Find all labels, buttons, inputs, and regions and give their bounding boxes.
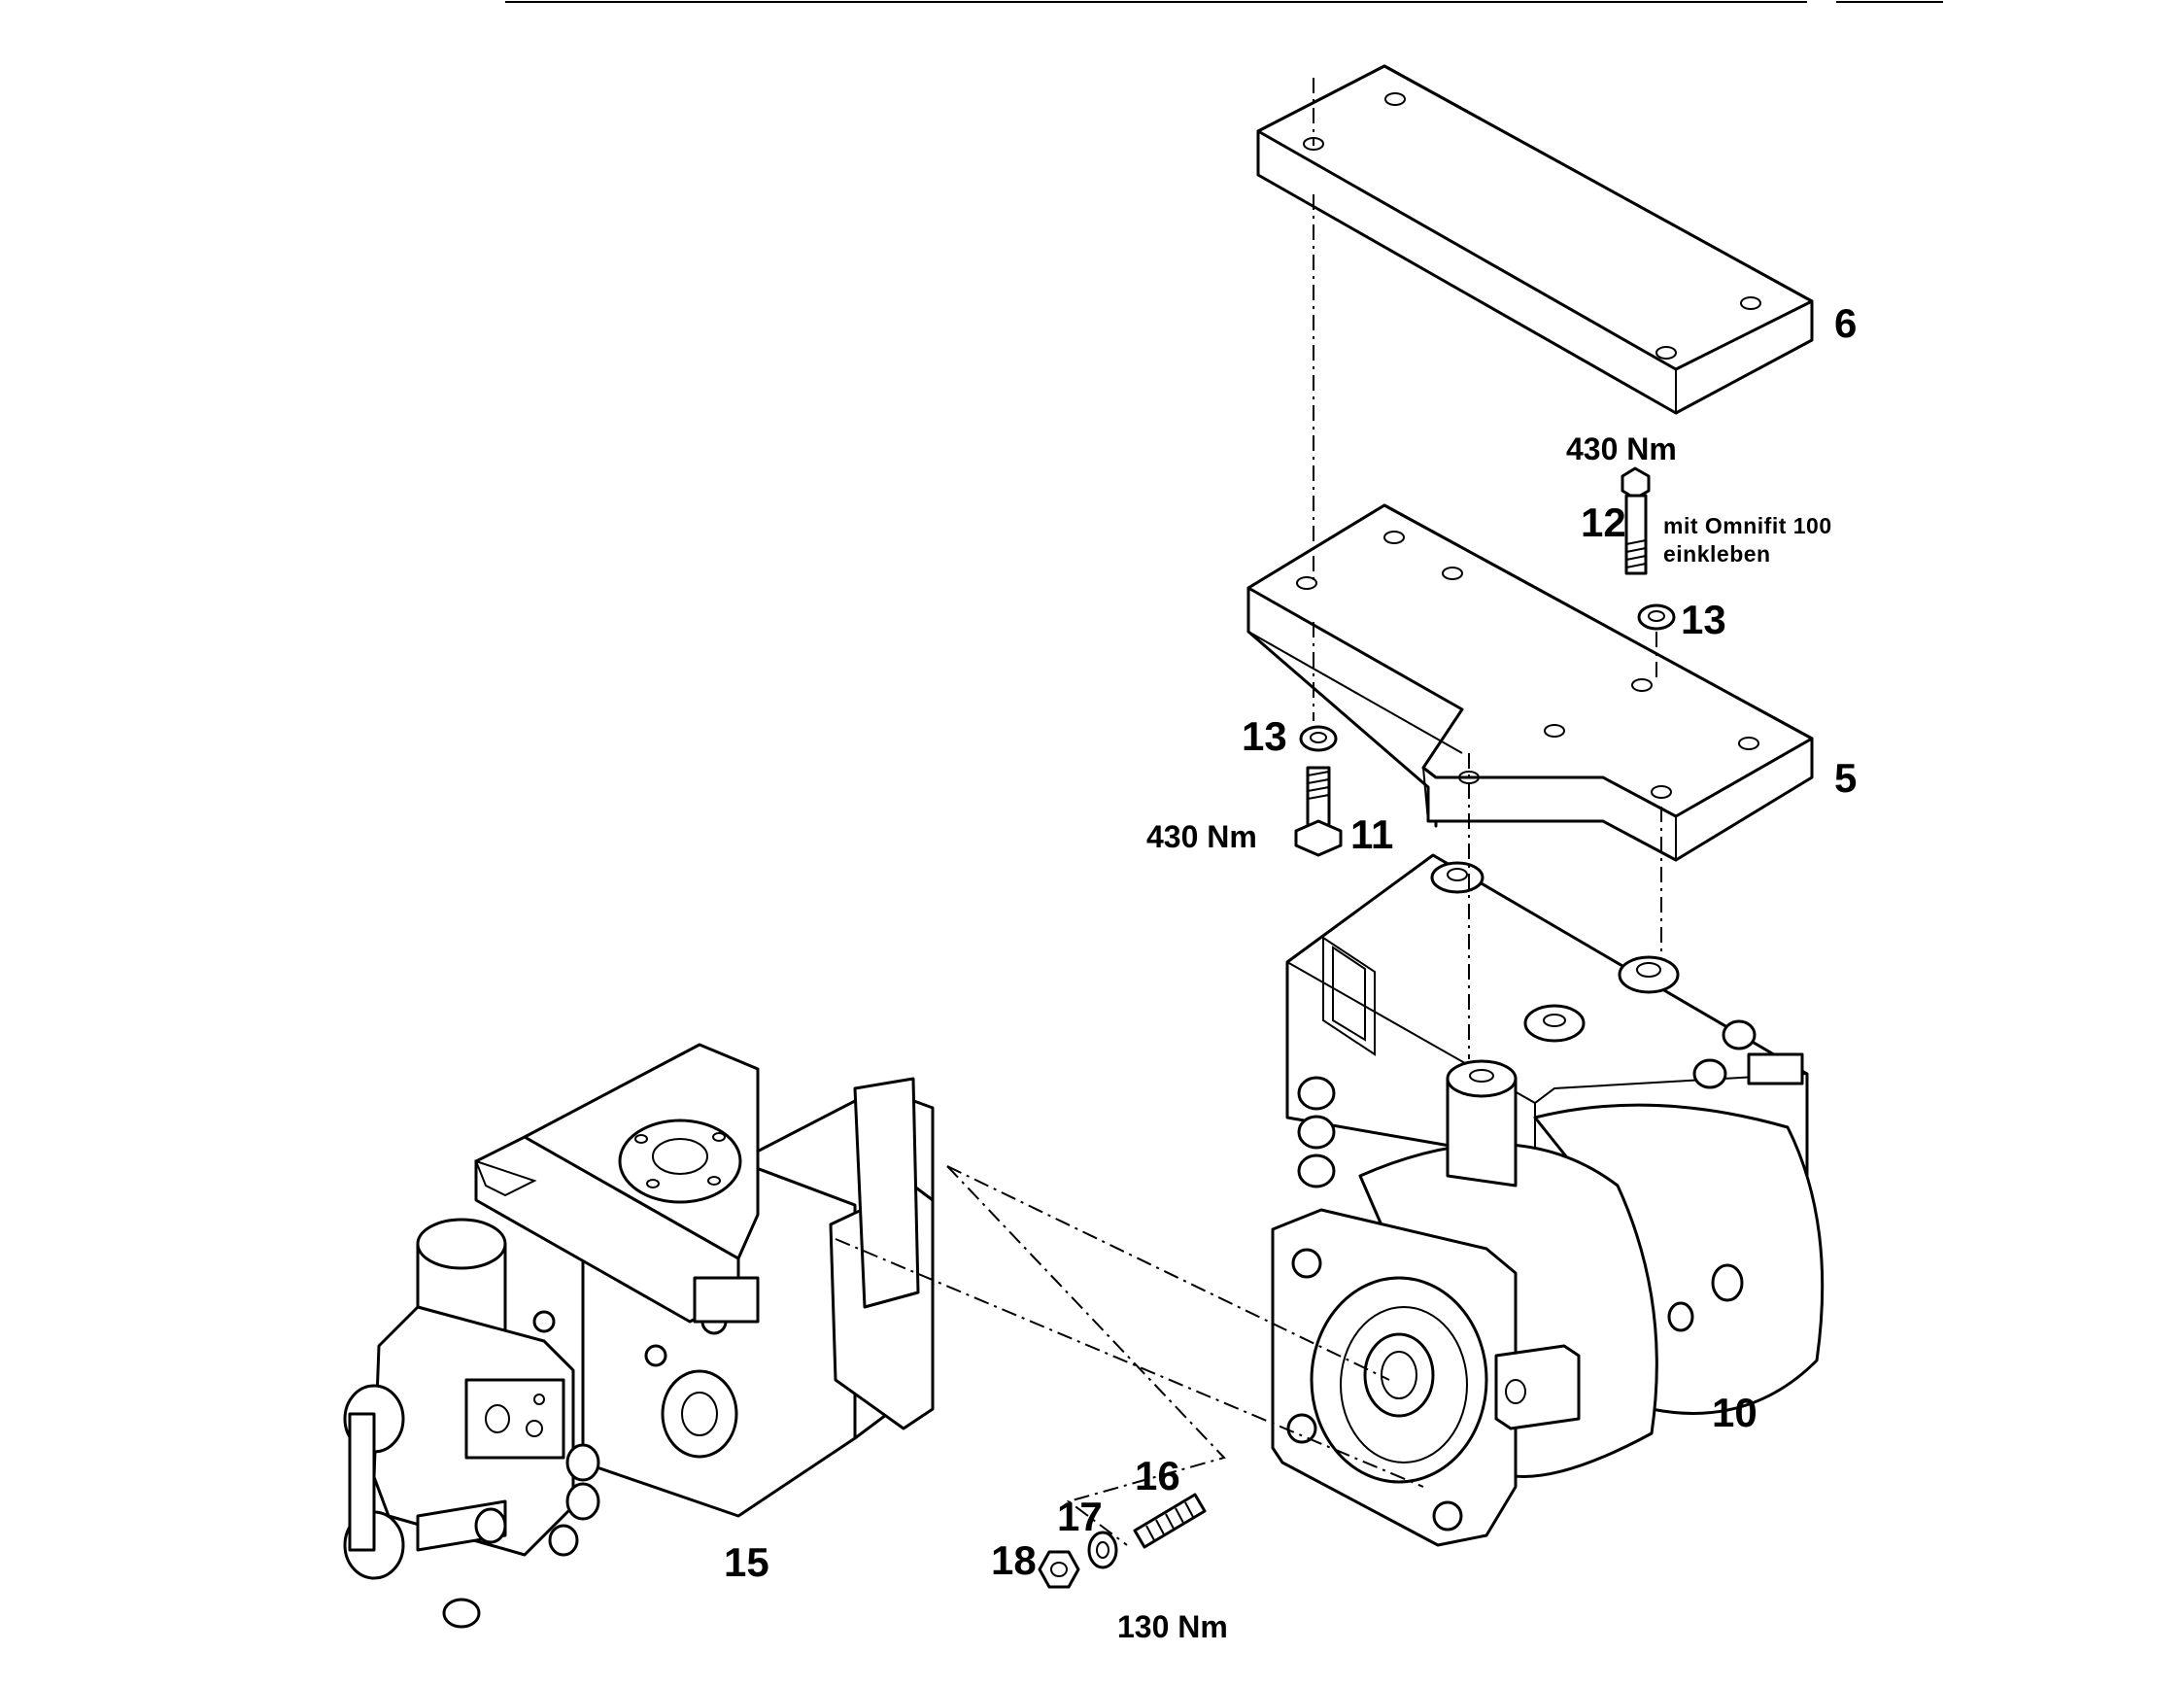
washer-17 [1087,1531,1118,1569]
bolt-11 [1294,766,1343,857]
note-line-2: einkleben [1663,541,1771,567]
mounting-plate-6 [1256,64,1814,415]
label-part-6: 6 [1834,300,1857,346]
part-labels: 6 5 12 13 13 11 10 15 16 17 18 [724,300,1857,1585]
label-part-13-top: 13 [1681,597,1726,642]
washer-13-top [1637,603,1676,631]
stud-16 [1133,1493,1207,1549]
adapter-plate-5 [1246,503,1814,862]
torque-bolt-12: 430 Nm [1566,431,1677,466]
label-part-13-left: 13 [1242,713,1287,759]
note-line-1: mit Omnifit 100 [1663,513,1832,538]
assembly-center-lines [835,78,1662,1546]
pump-assembly-15 [343,1043,935,1629]
torque-bolt-11: 430 Nm [1146,819,1257,854]
torque-labels: 430 Nm 430 Nm 130 Nm [1117,431,1677,1644]
label-part-15: 15 [724,1539,769,1585]
bolt-12 [1621,466,1651,575]
label-part-5: 5 [1834,755,1857,801]
pump-unit-10 [1271,853,1825,1547]
label-part-10: 10 [1712,1390,1757,1435]
assembly-note: mit Omnifit 100 einkleben [1663,513,1832,567]
nut-18 [1038,1550,1080,1589]
label-part-12: 12 [1581,499,1626,545]
torque-stud-16: 130 Nm [1117,1609,1228,1644]
washer-13-left [1299,725,1338,752]
label-part-16: 16 [1135,1453,1180,1498]
label-part-11: 11 [1350,811,1393,857]
label-part-18: 18 [991,1537,1037,1583]
label-part-17: 17 [1057,1494,1103,1539]
